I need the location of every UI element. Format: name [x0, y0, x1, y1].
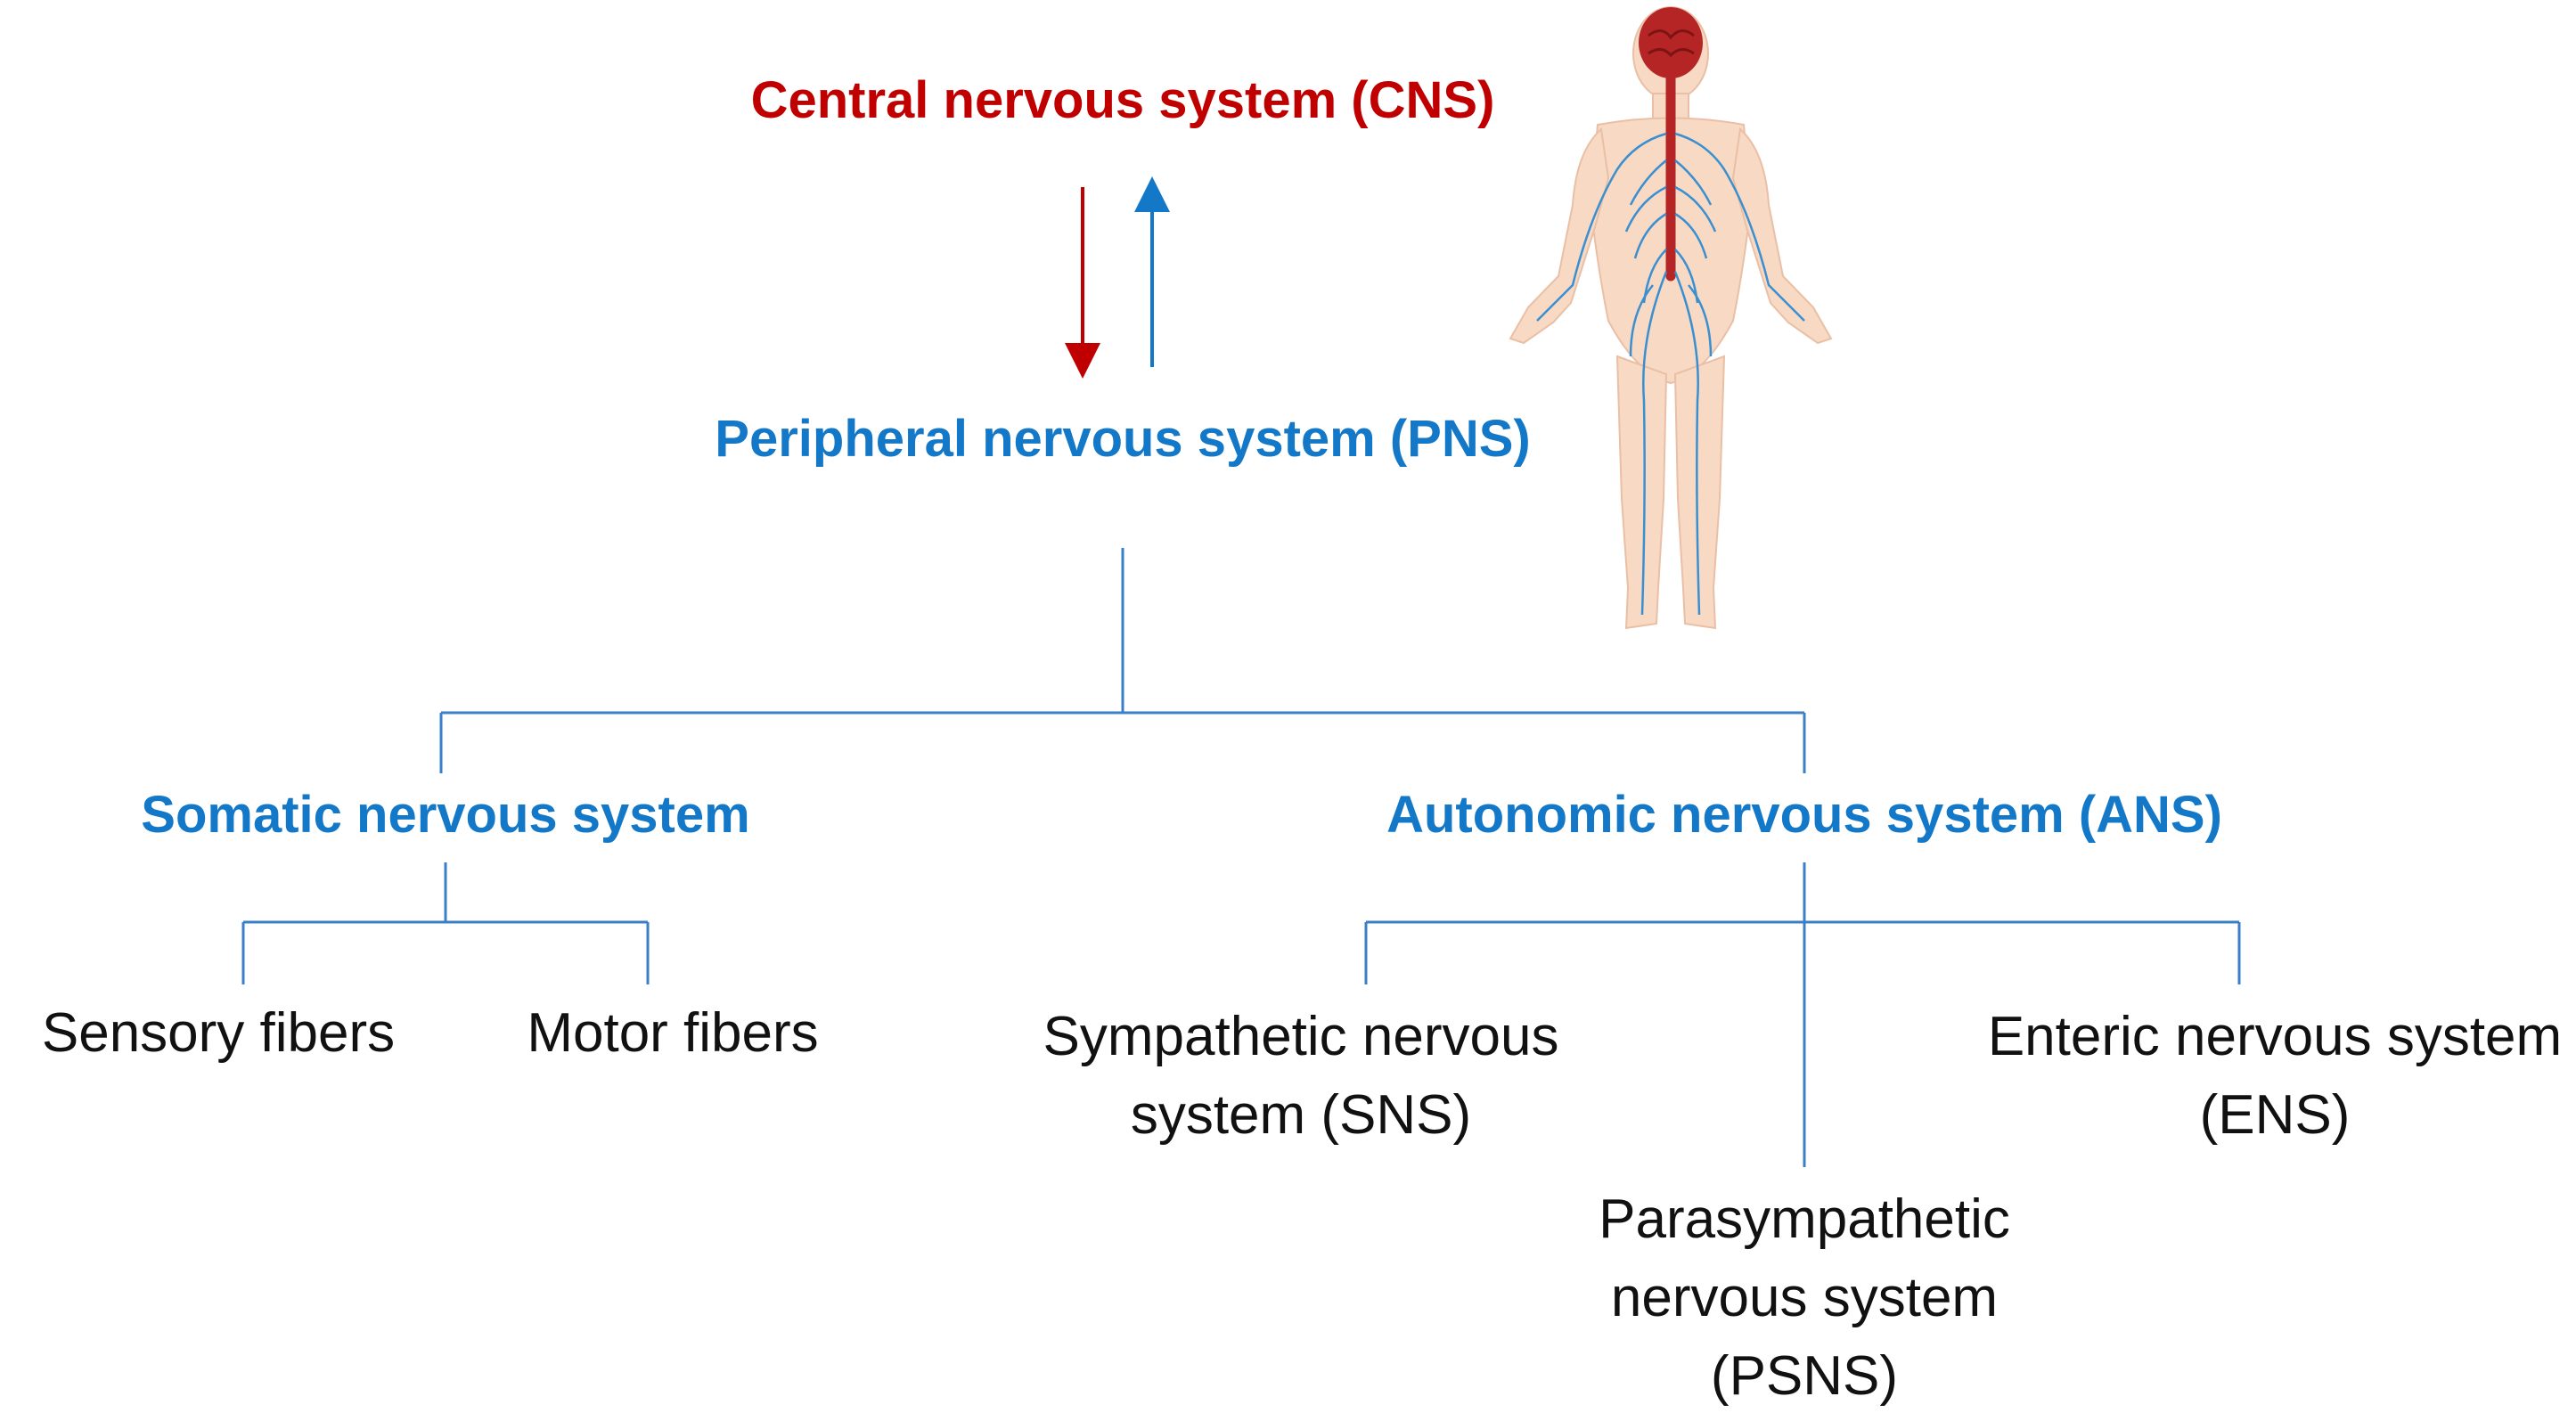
somatic-label: Somatic nervous system — [141, 786, 750, 844]
motor-fibers-label: Motor fibers — [527, 1002, 819, 1064]
pns-label: Peripheral nervous system (PNS) — [715, 410, 1531, 468]
ens-label-line2: (ENS) — [2199, 1084, 2351, 1146]
sns-label-line2: system (SNS) — [1130, 1084, 1472, 1146]
cns-label: Central nervous system (CNS) — [750, 71, 1495, 129]
psns-label: Parasympathetic nervous system (PSNS) — [1599, 1180, 2010, 1416]
human-nervous-system-icon — [1509, 6, 1833, 630]
psns-label-line1: Parasympathetic — [1599, 1188, 2010, 1250]
sns-label-line1: Sympathetic nervous — [1043, 1006, 1559, 1067]
sns-label: Sympathetic nervous system (SNS) — [1043, 998, 1559, 1155]
sensory-fibers-label: Sensory fibers — [41, 1002, 396, 1064]
autonomic-label: Autonomic nervous system (ANS) — [1386, 786, 2222, 844]
ens-label: Enteric nervous system (ENS) — [1988, 998, 2562, 1155]
psns-label-line2: nervous system — [1610, 1267, 1999, 1328]
psns-label-line3: (PSNS) — [1710, 1345, 1899, 1407]
ens-label-line1: Enteric nervous system — [1987, 1006, 2563, 1067]
